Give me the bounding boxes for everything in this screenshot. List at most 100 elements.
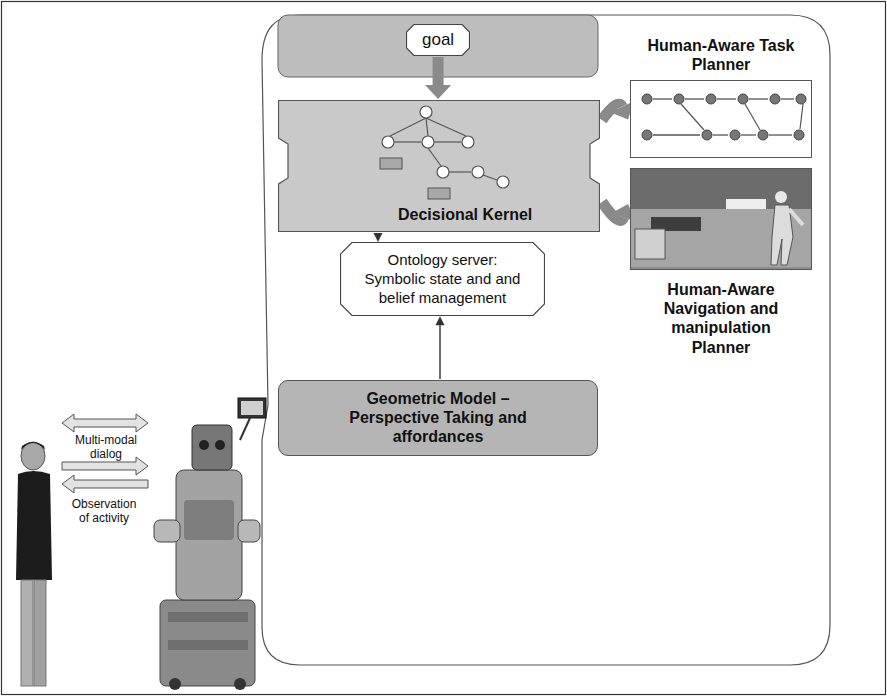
- plan-link: [685, 99, 704, 100]
- figure-circle: [215, 440, 225, 450]
- arrow-head: [436, 316, 445, 325]
- plan-link: [800, 104, 803, 129]
- figure-rect: [168, 612, 248, 622]
- task-planner: Human-Aware Task Planner: [630, 36, 812, 158]
- graph-link: [483, 175, 497, 180]
- figure-rect: [154, 520, 180, 542]
- node-title: goal: [422, 30, 454, 50]
- scene-wall: [631, 169, 811, 209]
- plan-link: [681, 104, 704, 130]
- plan-link: [749, 99, 768, 100]
- plan-step: [738, 94, 748, 104]
- graph-node: [497, 176, 509, 188]
- figure-rect: [184, 500, 234, 540]
- scene-human: [771, 205, 793, 265]
- arrow-line: [439, 325, 440, 379]
- figure-circle: [234, 678, 246, 690]
- figure-rect: [168, 640, 248, 650]
- plan-step: [642, 130, 652, 140]
- decision-kernel: Decisional Kernel: [278, 100, 600, 232]
- arrow-connector: [436, 316, 445, 379]
- graph-link: [394, 141, 421, 142]
- graph-node: [420, 106, 432, 118]
- arrow-head: [374, 233, 383, 242]
- scene-robot: [635, 229, 665, 259]
- plan-step: [702, 130, 712, 140]
- scene-lamp: [726, 199, 766, 209]
- graph-task: [380, 158, 402, 169]
- graph-link: [428, 148, 441, 166]
- plan-box: [630, 80, 812, 158]
- plan-graph: [380, 106, 509, 199]
- figure-rect: [241, 401, 263, 415]
- figure-rect: [160, 600, 255, 686]
- speech-bubble: [262, 15, 830, 665]
- plan-step: [770, 94, 780, 104]
- plan-step: [706, 94, 716, 104]
- graph-node: [472, 166, 484, 178]
- figure-rect: [192, 425, 232, 470]
- dialog-label: Multi-modal dialog: [58, 433, 154, 462]
- octagon-shape: [341, 243, 545, 316]
- figure-circle: [169, 678, 181, 690]
- figure-rect: [34, 580, 46, 686]
- figure-polygon: [62, 475, 148, 493]
- arrow-line: [433, 57, 444, 85]
- scene-box: [630, 168, 812, 270]
- figure-rect: [238, 398, 266, 418]
- block-arrow: [425, 57, 451, 99]
- graph-task: [428, 188, 450, 199]
- graph-link: [434, 141, 461, 142]
- graph-node: [422, 136, 434, 148]
- figure-polygon: [62, 414, 148, 432]
- plan-link: [769, 135, 792, 136]
- plan-step: [758, 130, 768, 140]
- figure-path: [21, 442, 45, 450]
- graph-link: [449, 171, 471, 172]
- node-title: Human-Aware Navigation and manipulation …: [630, 280, 812, 357]
- plan-step: [796, 94, 806, 104]
- task-plan-graph: [631, 81, 811, 155]
- observation-label: Observation of activity: [66, 497, 142, 526]
- navigation-planner: Human-Aware Navigation and manipulation …: [630, 168, 812, 357]
- arrow-head: [425, 85, 451, 99]
- graph-node: [437, 166, 449, 178]
- scene-human-head: [775, 191, 787, 203]
- ontology-server: Ontology server:Symbolic state and and b…: [340, 242, 545, 316]
- plan-step: [674, 94, 684, 104]
- goal-octagon: goal: [406, 24, 470, 56]
- plan-link: [741, 135, 756, 136]
- person-figure: [16, 442, 52, 686]
- figure-path: [16, 471, 52, 580]
- plan-step: [642, 94, 652, 104]
- plan-link: [653, 99, 672, 100]
- node-title: Decisional Kernel: [398, 206, 532, 224]
- node-title: Geometric Model – Perspective Taking and…: [328, 389, 548, 447]
- figure-rect: [21, 580, 33, 686]
- plan-link: [653, 135, 700, 136]
- robot-figure: [154, 398, 266, 690]
- plan-link: [717, 99, 736, 100]
- graph-link: [426, 118, 428, 136]
- figure-rect: [176, 470, 242, 600]
- graph-link: [426, 118, 466, 136]
- octagon-shape: [407, 25, 470, 56]
- figure-rect: [238, 520, 260, 542]
- graph-node: [382, 136, 394, 148]
- figure-circle: [199, 440, 209, 450]
- graph-link: [390, 118, 426, 136]
- geometric-model-box: Geometric Model – Perspective Taking and…: [278, 380, 598, 456]
- graph-node: [462, 136, 474, 148]
- plan-link: [781, 99, 794, 100]
- navigation-scene: [631, 169, 811, 267]
- plan-link: [745, 104, 760, 130]
- node-body: Symbolic state and and belief management: [358, 270, 527, 308]
- plan-link: [713, 135, 728, 136]
- plan-step: [794, 130, 804, 140]
- arrow-connector: [374, 233, 383, 242]
- kernel-shape: [279, 101, 600, 232]
- plan-step: [730, 130, 740, 140]
- figure-line: [240, 418, 250, 440]
